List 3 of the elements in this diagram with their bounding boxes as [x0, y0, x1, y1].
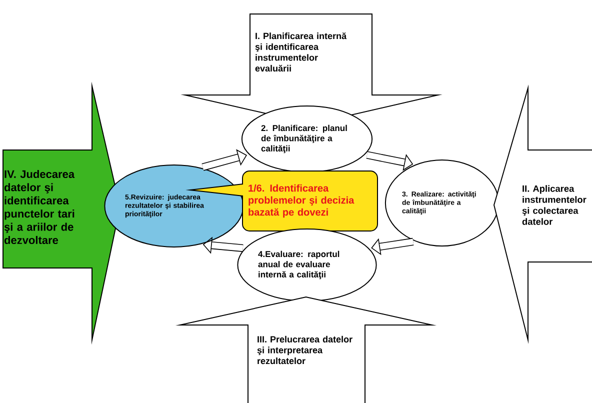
- node-label: III. Prelucrarea datelor şi interpretarea rezultatelor: [257, 336, 352, 364]
- block-arrow: [371, 238, 414, 256]
- node-label: II. Aplicarea instrumentelor şi colectarea datelor: [522, 185, 586, 225]
